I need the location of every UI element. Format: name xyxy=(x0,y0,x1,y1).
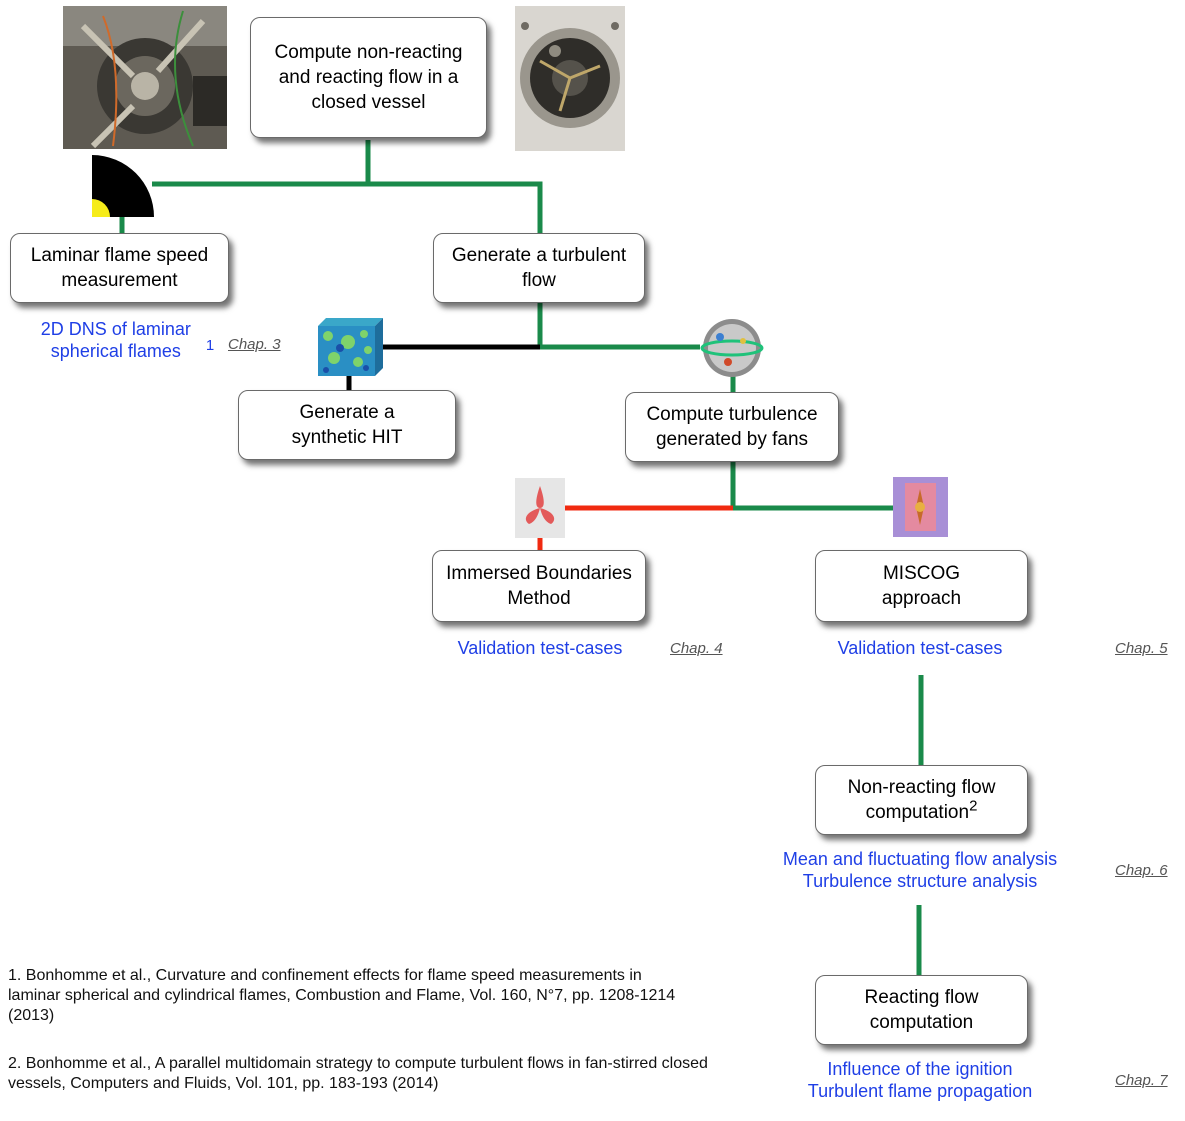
chapter-5-label: Chap. 5 xyxy=(1115,640,1168,657)
root-label: Compute non-reacting and reacting flow i… xyxy=(274,42,463,113)
miscog-label: MISCOG approach xyxy=(881,563,962,609)
synthetic-box: Generate a synthetic HIT xyxy=(238,390,456,460)
link-fans-to-miscog xyxy=(730,462,895,511)
dns-footnote-mark: 1 xyxy=(205,337,215,354)
nonreacting-text: Non-reacting flow computation xyxy=(847,777,996,823)
vessel-photo xyxy=(515,6,625,151)
experiment-photo xyxy=(63,6,227,149)
turbulent-label: Generate a turbulent flow xyxy=(451,245,627,291)
fans-label: Compute turbulence generated by fans xyxy=(646,404,818,450)
immersed-box: Immersed Boundaries Method xyxy=(432,550,646,622)
nonreacting-box: Non-reacting flow computation2 xyxy=(815,765,1028,835)
miscog-validation-note: Validation test-cases xyxy=(837,638,1003,658)
ibm-blade-icon xyxy=(515,478,565,538)
link-root-branches xyxy=(152,181,543,234)
propagation-note: Turbulent flame propagation xyxy=(807,1081,1033,1101)
reference-1: 1. Bonhomme et al., Curvature and confin… xyxy=(8,967,676,1024)
chapter-4-label: Chap. 4 xyxy=(670,640,723,657)
turb-structure-note: Turbulence structure analysis xyxy=(802,871,1038,891)
reference-2: 2. Bonhomme et al., A parallel multidoma… xyxy=(8,1055,708,1092)
link-turbulent-to-fans xyxy=(537,302,700,350)
dns-note: 2D DNS of laminar spherical flames 1 xyxy=(10,318,230,362)
miscog-box: MISCOG approach xyxy=(815,550,1028,622)
laminar-box: Laminar flame speed measurement xyxy=(10,233,229,303)
ignition-note: Influence of the ignition xyxy=(827,1059,1013,1079)
fan-sphere-icon xyxy=(700,319,764,377)
chapter-7-label: Chap. 7 xyxy=(1115,1072,1168,1089)
miscog-icon xyxy=(893,477,948,537)
mean-flow-note: Mean and fluctuating flow analysis xyxy=(782,849,1058,869)
synthetic-label: Generate a synthetic HIT xyxy=(291,402,403,448)
chapter-6-label: Chap. 6 xyxy=(1115,862,1168,879)
root-box: Compute non-reacting and reacting flow i… xyxy=(250,17,487,138)
laminar-label: Laminar flame speed measurement xyxy=(30,245,209,291)
dns-note-text: 2D DNS of laminar spherical flames xyxy=(40,319,191,361)
ibm-validation-note: Validation test-cases xyxy=(457,638,623,658)
turbulent-box: Generate a turbulent flow xyxy=(433,233,645,303)
fans-box: Compute turbulence generated by fans xyxy=(625,392,839,462)
reacting-label: Reacting flow computation xyxy=(864,987,979,1033)
hit-cube-icon xyxy=(318,318,383,376)
reacting-box: Reacting flow computation xyxy=(815,975,1028,1045)
immersed-label: Immersed Boundaries Method xyxy=(446,563,632,609)
laminar-flame-icon xyxy=(92,155,154,217)
chapter-3-label: Chap. 3 xyxy=(228,336,281,353)
nonreacting-footnote-mark: 2 xyxy=(969,797,978,815)
nonreacting-label: Non-reacting flow computation2 xyxy=(816,775,1027,825)
